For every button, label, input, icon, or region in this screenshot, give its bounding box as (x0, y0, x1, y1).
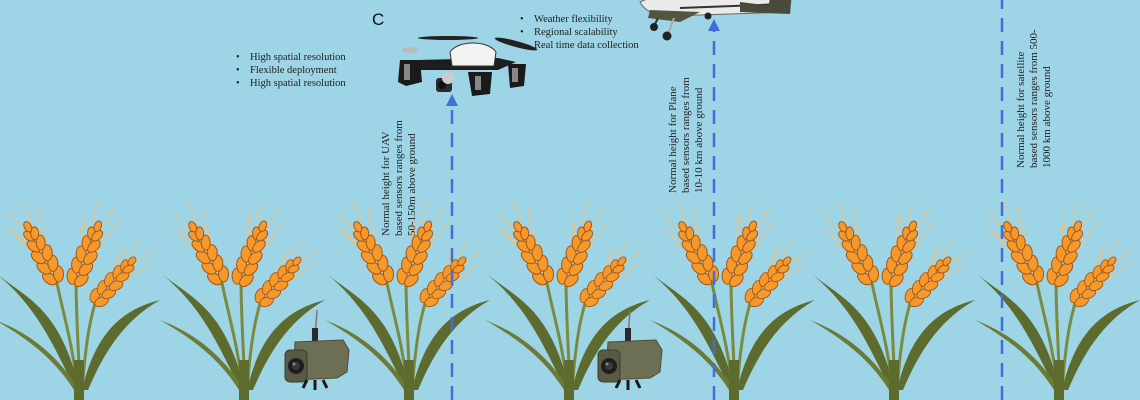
satellite-height-line: based sensors ranges from 500- (1028, 29, 1040, 168)
wheat-plant-icon (810, 197, 975, 400)
wheat-plant-icon (0, 197, 160, 400)
airplane-icon (639, 0, 792, 41)
uav-advantage-item: Flexible deployment (234, 64, 346, 77)
uav-height-line: 50-150m above ground (406, 133, 418, 236)
plane-advantage-item: Real time data collection (518, 39, 639, 52)
satellite-height-line: Normal height for satellite (1015, 51, 1027, 168)
plane-height-line: Normal height for Plane (667, 86, 679, 193)
uav-advantages-list: High spatial resolution Flexible deploym… (234, 51, 346, 90)
uav-height-arrow-icon (446, 94, 458, 400)
panel-label: C (372, 10, 385, 29)
plane-advantage-item: Regional scalability (518, 26, 639, 39)
wheat-plant-icon (650, 197, 815, 400)
uav-height-line: based sensors ranges from (393, 120, 405, 236)
plane-advantages-list: Weather flexibility Regional scalability… (518, 13, 639, 52)
satellite-height-line: 1000 km above ground (1041, 66, 1053, 168)
plane-height-arrow-icon (708, 19, 720, 400)
uav-height-note: Normal height for UAV based sensors rang… (380, 100, 419, 236)
uav-height-line: Normal height for UAV (380, 131, 392, 236)
uav-advantage-item: High spatial resolution (234, 77, 346, 90)
wheat-plant-icon (975, 197, 1140, 400)
plane-height-line: 10-10 km above ground (693, 87, 705, 193)
plane-height-line: based sensors ranges from (680, 77, 692, 193)
satellite-height-note: Normal height for satellite based sensor… (1015, 6, 1054, 168)
uav-advantage-item: High spatial resolution (234, 51, 346, 64)
plane-height-note: Normal height for Plane based sensors ra… (667, 53, 706, 193)
plane-advantage-item: Weather flexibility (518, 13, 639, 26)
